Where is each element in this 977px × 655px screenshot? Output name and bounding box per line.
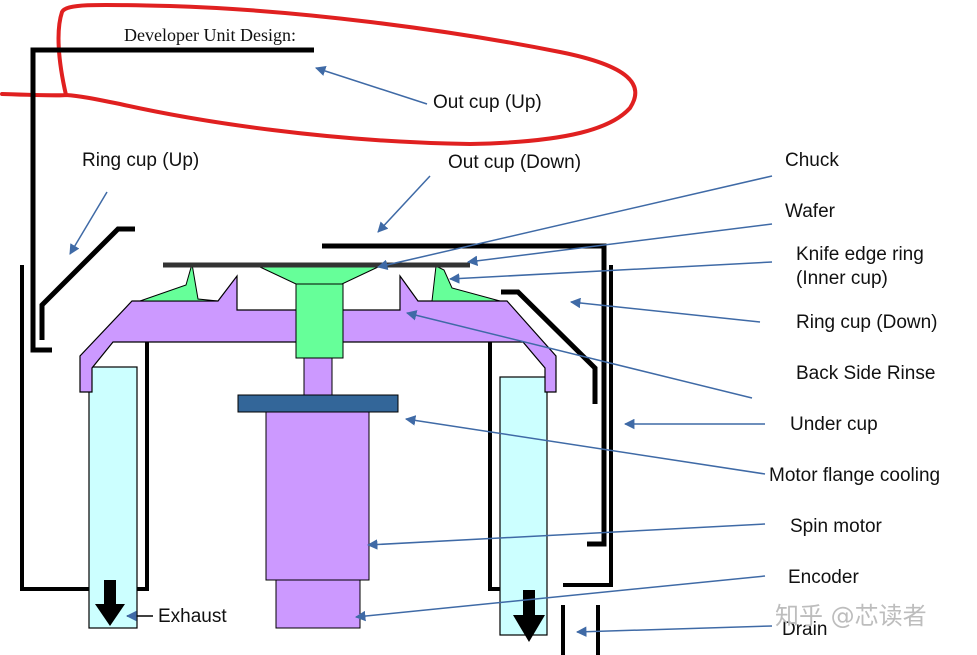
diagram-title: Developer Unit Design: <box>124 25 296 45</box>
encoder-arrow <box>354 575 766 622</box>
label-out-cup-up: Out cup (Up) <box>433 92 542 113</box>
label-encoder: Encoder <box>788 567 859 588</box>
ring-cup-up-arrow <box>69 191 108 255</box>
label-back-side-rinse: Back Side Rinse <box>796 363 935 384</box>
watermark: 知乎 @芯读者 <box>775 602 927 630</box>
label-exhaust: Exhaust <box>158 606 227 627</box>
knife-edge-ring-left <box>139 263 219 302</box>
label-under-cup: Under cup <box>790 414 878 435</box>
spin-motor-body <box>265 411 370 581</box>
ring-cup-down-arrow <box>569 297 761 323</box>
label-drain: Drain <box>782 619 827 640</box>
ring-cup-up-line <box>39 226 135 340</box>
label-out-cup-down: Out cup (Down) <box>448 152 581 173</box>
label-chuck: Chuck <box>785 150 839 171</box>
label-motor-flange-cooling: Motor flange cooling <box>769 465 940 486</box>
label-wafer: Wafer <box>785 201 836 222</box>
ring-cup-down-line <box>501 289 598 404</box>
drain-arrow <box>575 625 773 637</box>
chuck-stem <box>295 283 344 359</box>
right-outer-wall <box>563 265 613 587</box>
encoder-body <box>275 579 361 629</box>
label-spin-motor: Spin motor <box>790 516 883 537</box>
chuck-arrow <box>376 175 773 270</box>
back-side-rinse-arrow <box>405 310 753 399</box>
motor-shaft <box>303 357 333 397</box>
label-ring-cup-up: Ring cup (Up) <box>82 150 199 171</box>
label-inner-cup: (Inner cup) <box>796 268 888 289</box>
knife-edge-ring-right <box>431 265 501 302</box>
out-cup-up-frame <box>30 47 314 353</box>
out-cup-down-arrow <box>377 175 431 233</box>
motor-flange-cooling-arrow <box>404 415 766 475</box>
chuck-head <box>259 266 379 285</box>
knife-edge-arrow <box>448 261 773 284</box>
out-cup-down-line <box>322 243 607 547</box>
leader-arrows <box>69 65 773 637</box>
motor-flange <box>237 394 399 413</box>
label-ring-cup-down: Ring cup (Down) <box>796 312 938 333</box>
red-highlight-loop <box>0 2 638 147</box>
label-knife-edge-ring: Knife edge ring <box>796 244 924 265</box>
out-cup-up-arrow <box>315 65 428 105</box>
right-inner-wall <box>488 340 500 591</box>
wafer-arrow <box>466 223 773 267</box>
drain-down-arrow <box>513 590 545 642</box>
exhaust-down-arrow <box>95 580 125 626</box>
left-outer-wall <box>20 265 149 591</box>
spin-motor-arrow <box>366 523 766 550</box>
